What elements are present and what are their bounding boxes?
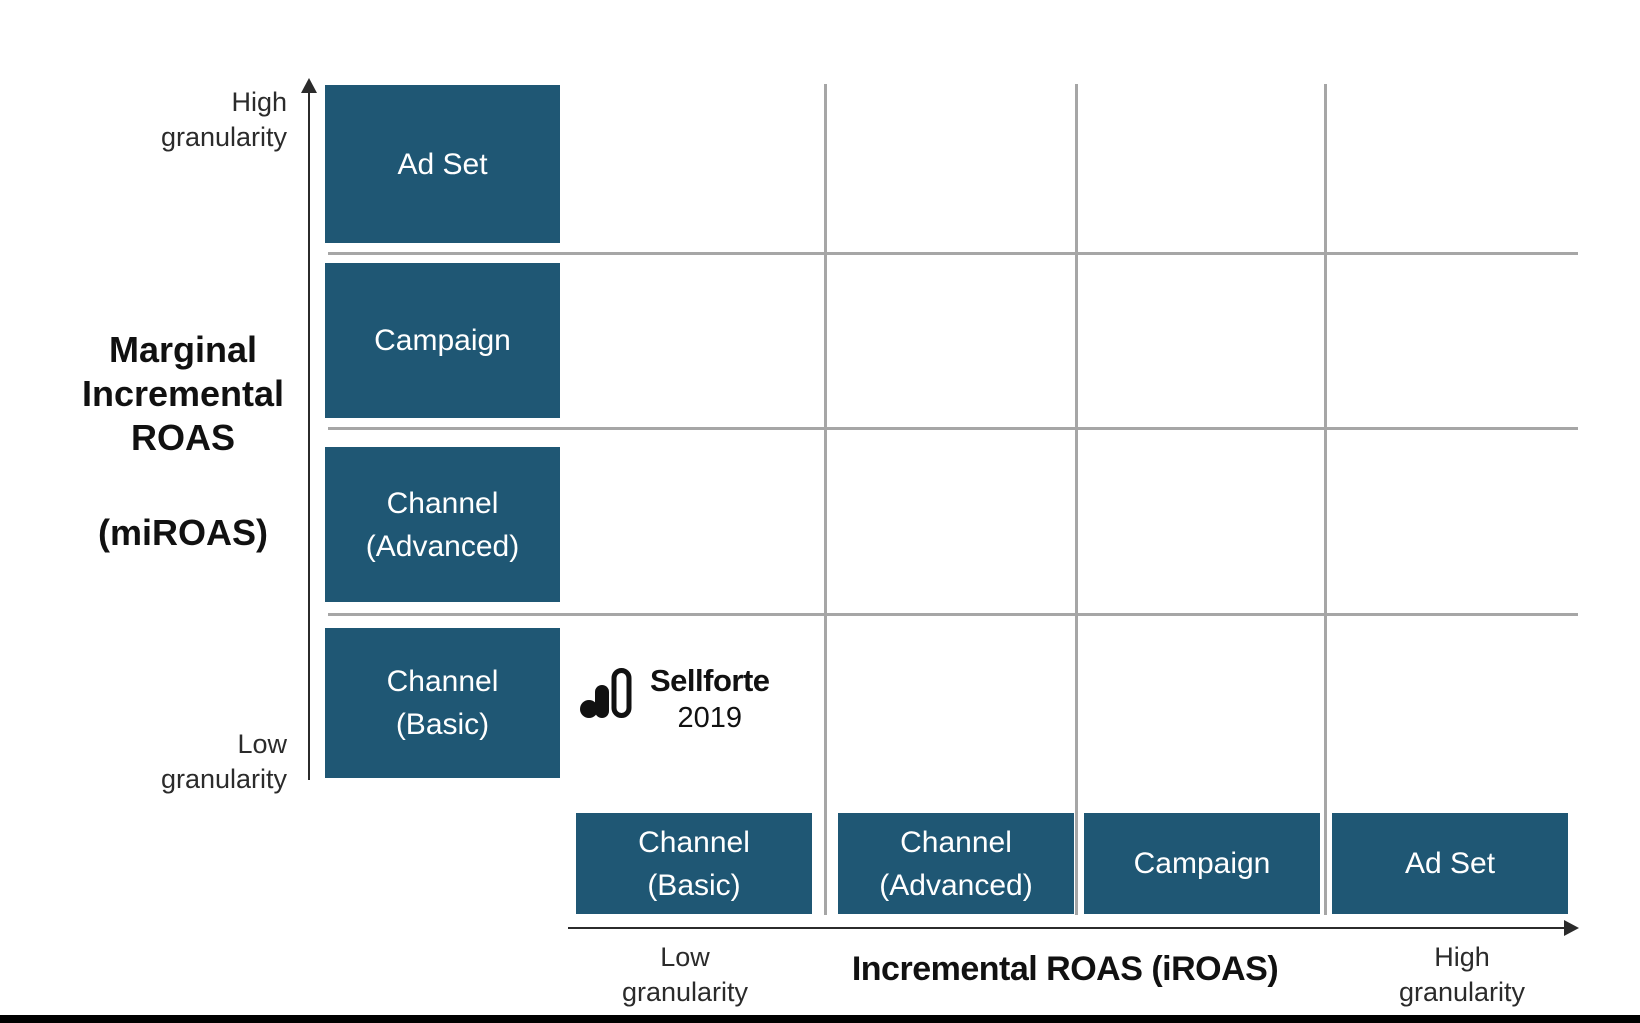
matrix-box-campaign-x: Campaign <box>1084 813 1320 914</box>
matrix-box-channel-advanced-x: Channel (Advanced) <box>838 813 1074 914</box>
x-axis-high-granularity-label: High granularity <box>1398 942 1526 1007</box>
footer-bar <box>0 1015 1640 1023</box>
matrix-box-adset-x: Ad Set <box>1332 813 1568 914</box>
y-axis-line <box>308 90 310 780</box>
x-axis-low-granularity-label: Low granularity <box>621 942 749 1007</box>
vertical-gridline-1 <box>824 84 827 915</box>
x-axis-line <box>568 927 1568 929</box>
x-axis-arrowhead-icon <box>1564 920 1579 936</box>
sellforte-brand-text: Sellforte <box>650 663 770 698</box>
x-axis-title: Incremental ROAS (iROAS) <box>851 950 1279 988</box>
y-axis-arrowhead-icon <box>301 78 317 93</box>
sellforte-year-text: 2019 <box>677 702 743 734</box>
vertical-gridline-2 <box>1075 84 1078 915</box>
sellforte-watermark: Sellforte 2019 <box>580 664 770 738</box>
y-axis-subtitle: (miROAS) <box>98 512 268 553</box>
y-axis-title: Marginal Incremental ROAS <box>81 329 285 458</box>
horizontal-gridline-3 <box>328 613 1578 616</box>
horizontal-gridline-1 <box>328 252 1578 255</box>
matrix-box-channel-advanced-y: Channel (Advanced) <box>325 447 560 602</box>
matrix-box-channel-basic-y: Channel (Basic) <box>325 628 560 778</box>
matrix-box-adset-y: Ad Set <box>325 85 560 243</box>
matrix-box-channel-basic-x: Channel (Basic) <box>576 813 812 914</box>
sellforte-logo-icon <box>580 668 632 718</box>
horizontal-gridline-2 <box>328 427 1578 430</box>
y-axis-high-granularity-label: High granularity <box>160 87 287 152</box>
y-axis-low-granularity-label: Low granularity <box>160 729 287 794</box>
matrix-box-campaign-y: Campaign <box>325 263 560 418</box>
vertical-gridline-3 <box>1324 84 1327 915</box>
